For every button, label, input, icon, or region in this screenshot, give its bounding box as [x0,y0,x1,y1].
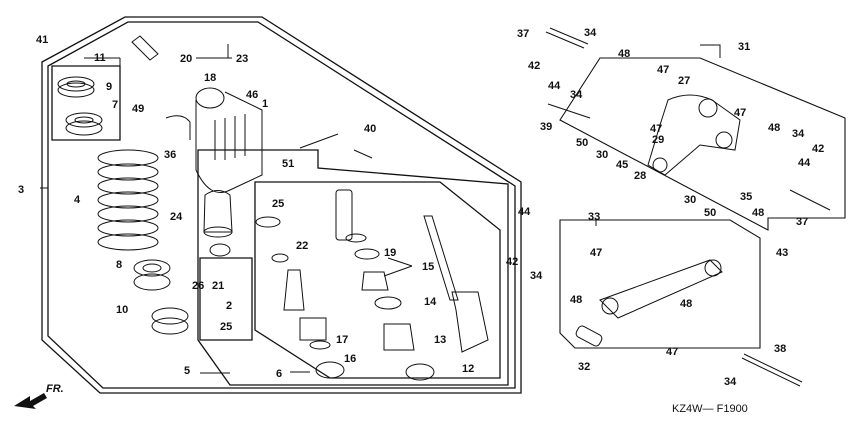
part-callout-label: 34 [530,270,543,282]
part-callout-label: 2 [226,300,232,312]
part-callout-label: 19 [384,247,396,259]
linkage-arm-part [647,94,741,176]
part-callout-label: 13 [434,334,446,346]
front-direction-indicator: FR. [14,383,64,409]
part-callout-label: 44 [548,80,561,92]
part-callout-label: 50 [576,137,588,149]
part-callout-label: 48 [768,122,780,134]
part-callout-label: 42 [528,60,540,72]
part-callout-label: 32 [578,361,590,373]
diagram-code: KZ4W— F1900 [672,403,748,415]
front-direction-label: FR. [46,383,64,395]
part-callout-label: 34 [724,376,737,388]
part-callout-label: 49 [132,103,144,115]
part-callout-label: 31 [738,41,750,53]
leader-lines [40,44,721,374]
part-callout-label: 6 [276,368,282,380]
part-callout-label: 25 [272,198,284,210]
part-callout-label: 28 [634,170,646,182]
part-callout-label: 11 [94,52,106,64]
part-callout-label: 9 [106,81,112,93]
part-callout-label: 4 [74,194,81,206]
part-callout-label: 8 [116,259,122,271]
part-callout-label: 50 [704,207,716,219]
linkage-boundary-31 [559,57,846,349]
spring-part [97,149,159,251]
part-callout-label: 16 [344,353,356,365]
part-callout-label: 48 [618,48,630,60]
part-callout-label: 48 [680,298,692,310]
part-callout-label: 47 [666,346,678,358]
part-callout-label: 47 [650,123,662,135]
part-callout-label: 48 [570,294,582,306]
piston-rod-part [423,215,489,353]
part-callout-label: 30 [596,149,608,161]
bump-rubber-part [203,190,233,238]
part-callout-label: 17 [336,334,348,346]
part-callout-label: 27 [678,75,690,87]
part-callout-label: 38 [774,343,786,355]
part-callout-label: 36 [164,149,176,161]
damper-body-part [131,35,263,193]
lock-nut-part [57,76,103,136]
part-callout-label: 35 [740,191,752,203]
assembly-boundary-3 [41,16,522,394]
part-callout-label: 47 [734,107,746,119]
spring-seat-part [133,259,189,335]
part-callout-label: 14 [424,296,437,308]
part-callout-label: 1 [262,98,268,110]
part-callout-label: 37 [796,216,808,228]
part-callout-label: 23 [236,53,248,65]
part-callout-label: 34 [792,128,805,140]
front-arrow-icon [14,393,47,409]
part-callout-label: 25 [220,321,232,333]
part-callout-label: 18 [204,72,216,84]
part-callout-label: 5 [184,365,190,377]
part-callout-label: 3 [18,184,24,196]
part-callout-label: 10 [116,304,128,316]
part-callout-label: 42 [812,143,824,155]
part-callout-label: 34 [584,27,597,39]
part-callout-label: 34 [570,89,583,101]
part-callout-label: 7 [112,99,118,111]
part-callout-label: 47 [590,247,602,259]
part-callout-label: 12 [462,363,474,375]
part-callout-label: 26 [192,280,204,292]
part-callout-label: 47 [657,64,669,76]
bolts-part [353,27,831,387]
part-callout-label: 20 [180,53,192,65]
part-callout-label: 22 [296,240,308,252]
part-callout-label: 15 [422,261,434,273]
part-callout-label: 30 [684,194,696,206]
part-callout-label: 48 [752,207,764,219]
part-callout-label: 41 [36,34,48,46]
part-callout-label: 43 [776,247,788,259]
inner-components-part [209,189,435,381]
part-callout-label: 40 [364,123,376,135]
part-callout-label: 46 [246,89,258,101]
part-callout-label: 37 [517,28,529,40]
part-callout-label: 29 [652,134,664,146]
part-callout-label: 44 [798,157,811,169]
part-callout-label: 42 [506,256,518,268]
part-callout-label: 24 [170,211,183,223]
part-callout-label: 45 [616,159,628,171]
part-callout-label: 21 [212,280,224,292]
part-callout-label: 44 [518,206,531,218]
part-callout-label: 39 [540,121,552,133]
part-callout-label: 33 [588,211,600,223]
linkage-rod-part [599,259,723,319]
part-callout-label: 51 [282,158,294,170]
